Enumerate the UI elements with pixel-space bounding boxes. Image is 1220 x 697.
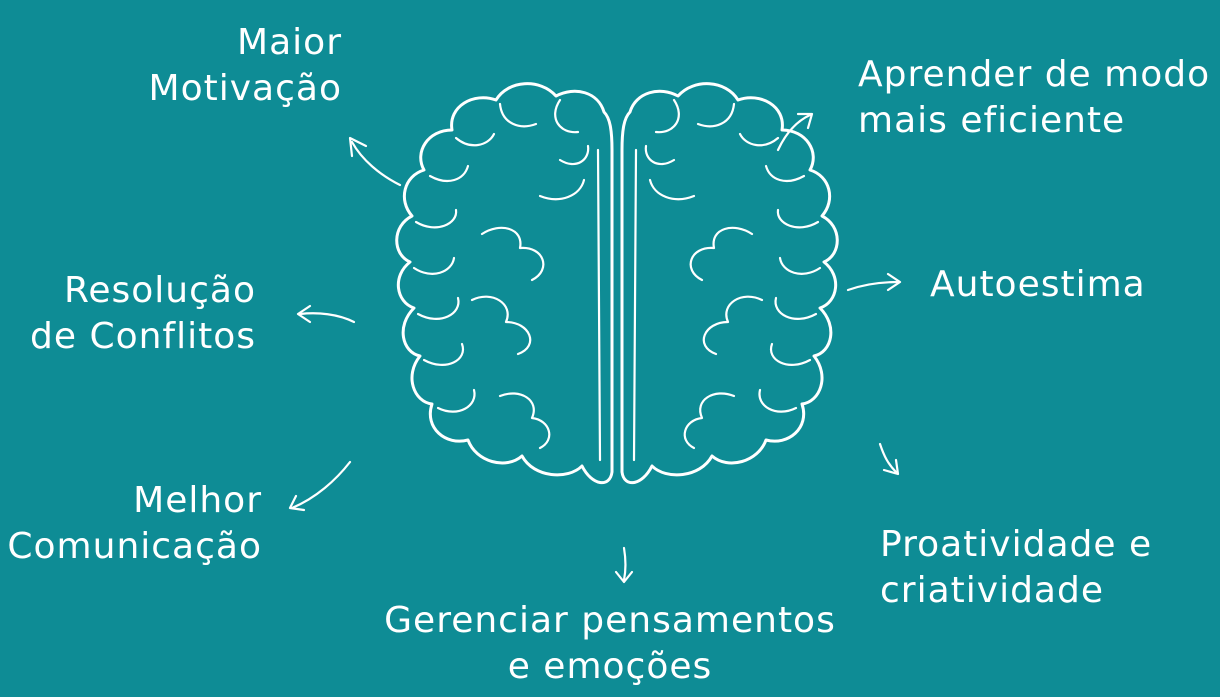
label-resolucao: Resolução de Conflitos bbox=[0, 268, 256, 360]
brain-fold bbox=[702, 295, 764, 356]
brain-fold bbox=[538, 178, 586, 201]
brain-fissure bbox=[596, 148, 602, 462]
label-comunicacao: Melhor Comunicação bbox=[0, 478, 262, 570]
arrow-comunicacao-icon bbox=[288, 460, 352, 512]
brain-fold bbox=[696, 102, 736, 128]
label-aprender-line1: Aprender de modo bbox=[858, 54, 1211, 95]
label-resolucao-line1: Resolução bbox=[63, 270, 256, 311]
brain-fold bbox=[470, 295, 532, 356]
brain-fold bbox=[758, 388, 798, 413]
label-motivacao: Maior Motivação bbox=[120, 20, 342, 112]
arrow-autoestima-icon bbox=[846, 272, 902, 292]
brain-fold bbox=[558, 144, 590, 166]
brain-fold bbox=[414, 208, 458, 229]
brain-fold bbox=[776, 208, 820, 229]
brain-fold bbox=[428, 164, 470, 183]
brain-fold bbox=[764, 164, 806, 183]
label-resolucao-line2: de Conflitos bbox=[30, 316, 256, 357]
brain-fold bbox=[436, 388, 476, 413]
arrow-gerenciar-icon bbox=[614, 546, 634, 584]
brain-fold bbox=[648, 178, 696, 201]
label-gerenciar-line2: e emoções bbox=[507, 646, 713, 687]
brain-fold bbox=[412, 256, 456, 275]
brain-fold bbox=[454, 132, 496, 147]
label-aprender-line2: mais eficiente bbox=[858, 100, 1126, 141]
label-autoestima-line1: Autoestima bbox=[930, 264, 1146, 305]
label-gerenciar: Gerenciar pensamentos e emoções bbox=[360, 598, 860, 690]
brain-right-hemisphere bbox=[620, 82, 839, 484]
label-proatividade-line1: Proatividade e bbox=[880, 524, 1153, 565]
brain-left-hemisphere bbox=[395, 82, 614, 484]
brain-fold bbox=[498, 102, 538, 128]
label-motivacao-line1: Maior bbox=[237, 22, 342, 63]
brain-fold bbox=[774, 296, 818, 320]
arrow-aprender-icon bbox=[776, 112, 814, 152]
brain-icon bbox=[395, 82, 839, 484]
label-gerenciar-line1: Gerenciar pensamentos bbox=[384, 600, 836, 641]
brain-fold bbox=[654, 98, 680, 134]
label-aprender: Aprender de modo mais eficiente bbox=[858, 52, 1210, 144]
brain-fold bbox=[422, 342, 465, 366]
brain-fold bbox=[738, 132, 780, 147]
label-comunicacao-line1: Melhor bbox=[133, 480, 262, 521]
brain-fold bbox=[480, 226, 545, 282]
label-proatividade: Proatividade e criatividade bbox=[880, 522, 1152, 614]
label-motivacao-line2: Motivação bbox=[148, 68, 342, 109]
brain-fissure bbox=[632, 148, 638, 462]
arrow-proatividade-icon bbox=[878, 442, 900, 476]
label-autoestima: Autoestima bbox=[930, 262, 1146, 308]
brain-fold bbox=[689, 226, 754, 282]
brain-fold bbox=[778, 256, 822, 275]
label-proatividade-line2: criatividade bbox=[880, 570, 1104, 611]
brain-fold bbox=[416, 296, 460, 320]
brain-fold bbox=[644, 144, 676, 166]
brain-fold bbox=[498, 392, 551, 450]
brain-fold bbox=[769, 342, 812, 366]
brain-fold bbox=[683, 392, 736, 450]
arrow-motivacao-icon bbox=[348, 136, 402, 187]
arrow-resolucao-icon bbox=[296, 304, 356, 324]
label-comunicacao-line2: Comunicação bbox=[7, 526, 262, 567]
brain-fold bbox=[554, 98, 580, 134]
